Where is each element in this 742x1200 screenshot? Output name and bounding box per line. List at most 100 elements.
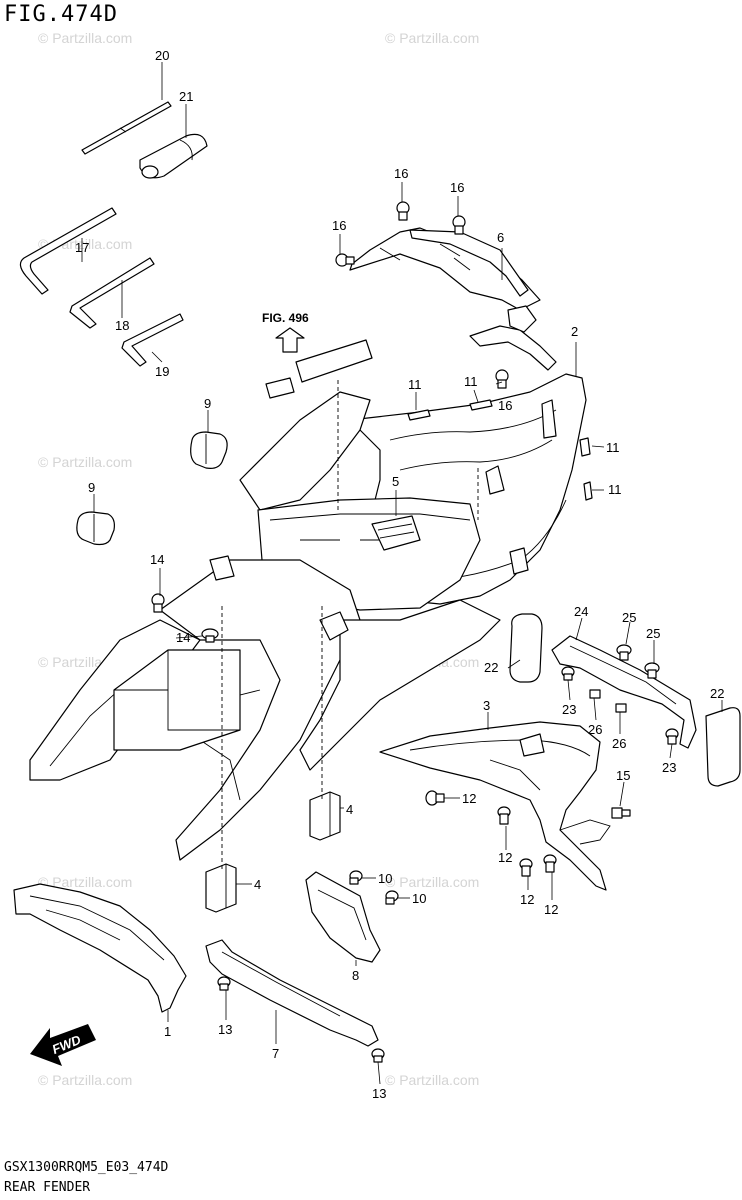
part-16-bolt[interactable]: [452, 215, 466, 235]
part-17-hex-wrench[interactable]: [19, 207, 117, 295]
part-14-bolt[interactable]: [151, 593, 165, 613]
callout-12: 12: [544, 902, 558, 917]
callout-18: 18: [115, 318, 129, 333]
part-25-screw[interactable]: [644, 662, 660, 679]
callout-12: 12: [520, 892, 534, 907]
callout-9: 9: [204, 396, 211, 411]
part-12-bolt[interactable]: [519, 858, 533, 877]
watermark: © Partzilla.com: [38, 1072, 133, 1088]
callout-13: 13: [372, 1086, 386, 1101]
callout-3: 3: [483, 698, 490, 713]
callout-11: 11: [606, 440, 620, 455]
callout-9: 9: [88, 480, 95, 495]
part-4-cushion[interactable]: [205, 863, 237, 913]
callout-25: 25: [646, 626, 660, 641]
watermark: © Partzilla.com: [38, 30, 133, 46]
callout-20: 20: [155, 48, 169, 63]
part-3-rear-fender-lower[interactable]: [379, 721, 611, 891]
part-1-inner-fender[interactable]: [13, 883, 187, 1013]
callout-24: 24: [574, 604, 588, 619]
callout-16: 16: [450, 180, 464, 195]
callout-16: 16: [498, 398, 512, 413]
part-6-seat-rail[interactable]: [349, 227, 557, 371]
part-26-nut[interactable]: [615, 703, 627, 713]
part-13-nut[interactable]: [217, 976, 231, 991]
part-12-bolt[interactable]: [497, 806, 511, 825]
part-21-screwdriver-handle[interactable]: [139, 133, 208, 179]
callout-26: 26: [612, 736, 626, 751]
callout-22: 22: [484, 660, 498, 675]
part-18-hex-wrench[interactable]: [69, 257, 155, 329]
callout-14: 14: [150, 552, 164, 567]
diagram-name: REAR FENDER: [4, 1180, 91, 1195]
callout-4: 4: [254, 877, 261, 892]
part-22-reflector[interactable]: [705, 707, 741, 787]
part-7-bracket[interactable]: [205, 939, 379, 1047]
callout-12: 12: [498, 850, 512, 865]
part-11-tab[interactable]: [407, 409, 431, 421]
part-20-screwdriver-bit[interactable]: [81, 101, 172, 155]
part-25-screw[interactable]: [616, 644, 632, 661]
callout-19: 19: [155, 364, 169, 379]
watermark: © Partzilla.com: [38, 874, 133, 890]
part-24-reflector-bracket[interactable]: [551, 635, 697, 749]
part-14-bolt[interactable]: [201, 628, 219, 643]
watermark: © Partzilla.com: [38, 454, 133, 470]
sticker-label: [265, 339, 373, 399]
part-12-bolt[interactable]: [425, 790, 445, 806]
part-8-cover[interactable]: [305, 871, 381, 963]
part-11-tab[interactable]: [579, 437, 591, 457]
callout-5: 5: [392, 474, 399, 489]
callout-22: 22: [710, 686, 724, 701]
part-23-nut[interactable]: [665, 728, 679, 745]
callout-13: 13: [218, 1022, 232, 1037]
part-13-nut[interactable]: [371, 1048, 385, 1063]
callout-21: 21: [179, 89, 193, 104]
callout-23: 23: [662, 760, 676, 775]
callout-10: 10: [412, 891, 426, 906]
callout-16: 16: [394, 166, 408, 181]
watermark: © Partzilla.com: [385, 1072, 480, 1088]
part-11-tab[interactable]: [583, 481, 593, 501]
figure-title: FIG.474D: [4, 2, 118, 27]
callout-16: 16: [332, 218, 346, 233]
callout-4: 4: [346, 802, 353, 817]
part-16-bolt[interactable]: [396, 201, 410, 221]
part-16-bolt[interactable]: [335, 253, 355, 267]
callout-23: 23: [562, 702, 576, 717]
part-10-screw[interactable]: [349, 870, 363, 885]
part-4-cushion[interactable]: [309, 791, 341, 841]
part-5-battery-holder[interactable]: [371, 515, 421, 551]
callout-8: 8: [352, 968, 359, 983]
callout-14: 14: [176, 630, 190, 645]
part-battery-case: [113, 649, 241, 751]
part-12-bolt[interactable]: [543, 854, 557, 873]
part-19-hex-wrench[interactable]: [121, 313, 184, 367]
part-10-screw[interactable]: [385, 890, 399, 905]
part-22-reflector[interactable]: [509, 613, 543, 683]
callout-1: 1: [164, 1024, 171, 1039]
part-16-bolt[interactable]: [495, 369, 509, 389]
part-11-tab[interactable]: [469, 399, 493, 411]
part-9-cushion[interactable]: [190, 431, 228, 469]
watermark: © Partzilla.com: [385, 30, 480, 46]
figure-reference-arrow[interactable]: FIG. 496: [262, 311, 309, 353]
part-26-nut[interactable]: [589, 689, 601, 699]
callout-25: 25: [622, 610, 636, 625]
diagram-code: GSX1300RRQM5_E03_474D: [4, 1160, 169, 1175]
part-9-cushion[interactable]: [76, 511, 115, 546]
part-15-bolt[interactable]: [611, 807, 631, 819]
fwd-label: FWD: [50, 1032, 84, 1057]
callout-11: 11: [408, 377, 422, 392]
callout-17: 17: [75, 240, 89, 255]
part-23-nut[interactable]: [561, 666, 575, 681]
watermark: © Partzilla.com: [385, 874, 480, 890]
callout-10: 10: [378, 871, 392, 886]
callout-11: 11: [464, 374, 478, 389]
callout-7: 7: [272, 1046, 279, 1061]
callout-11: 11: [608, 482, 622, 497]
callout-2: 2: [571, 324, 578, 339]
callout-26: 26: [588, 722, 602, 737]
